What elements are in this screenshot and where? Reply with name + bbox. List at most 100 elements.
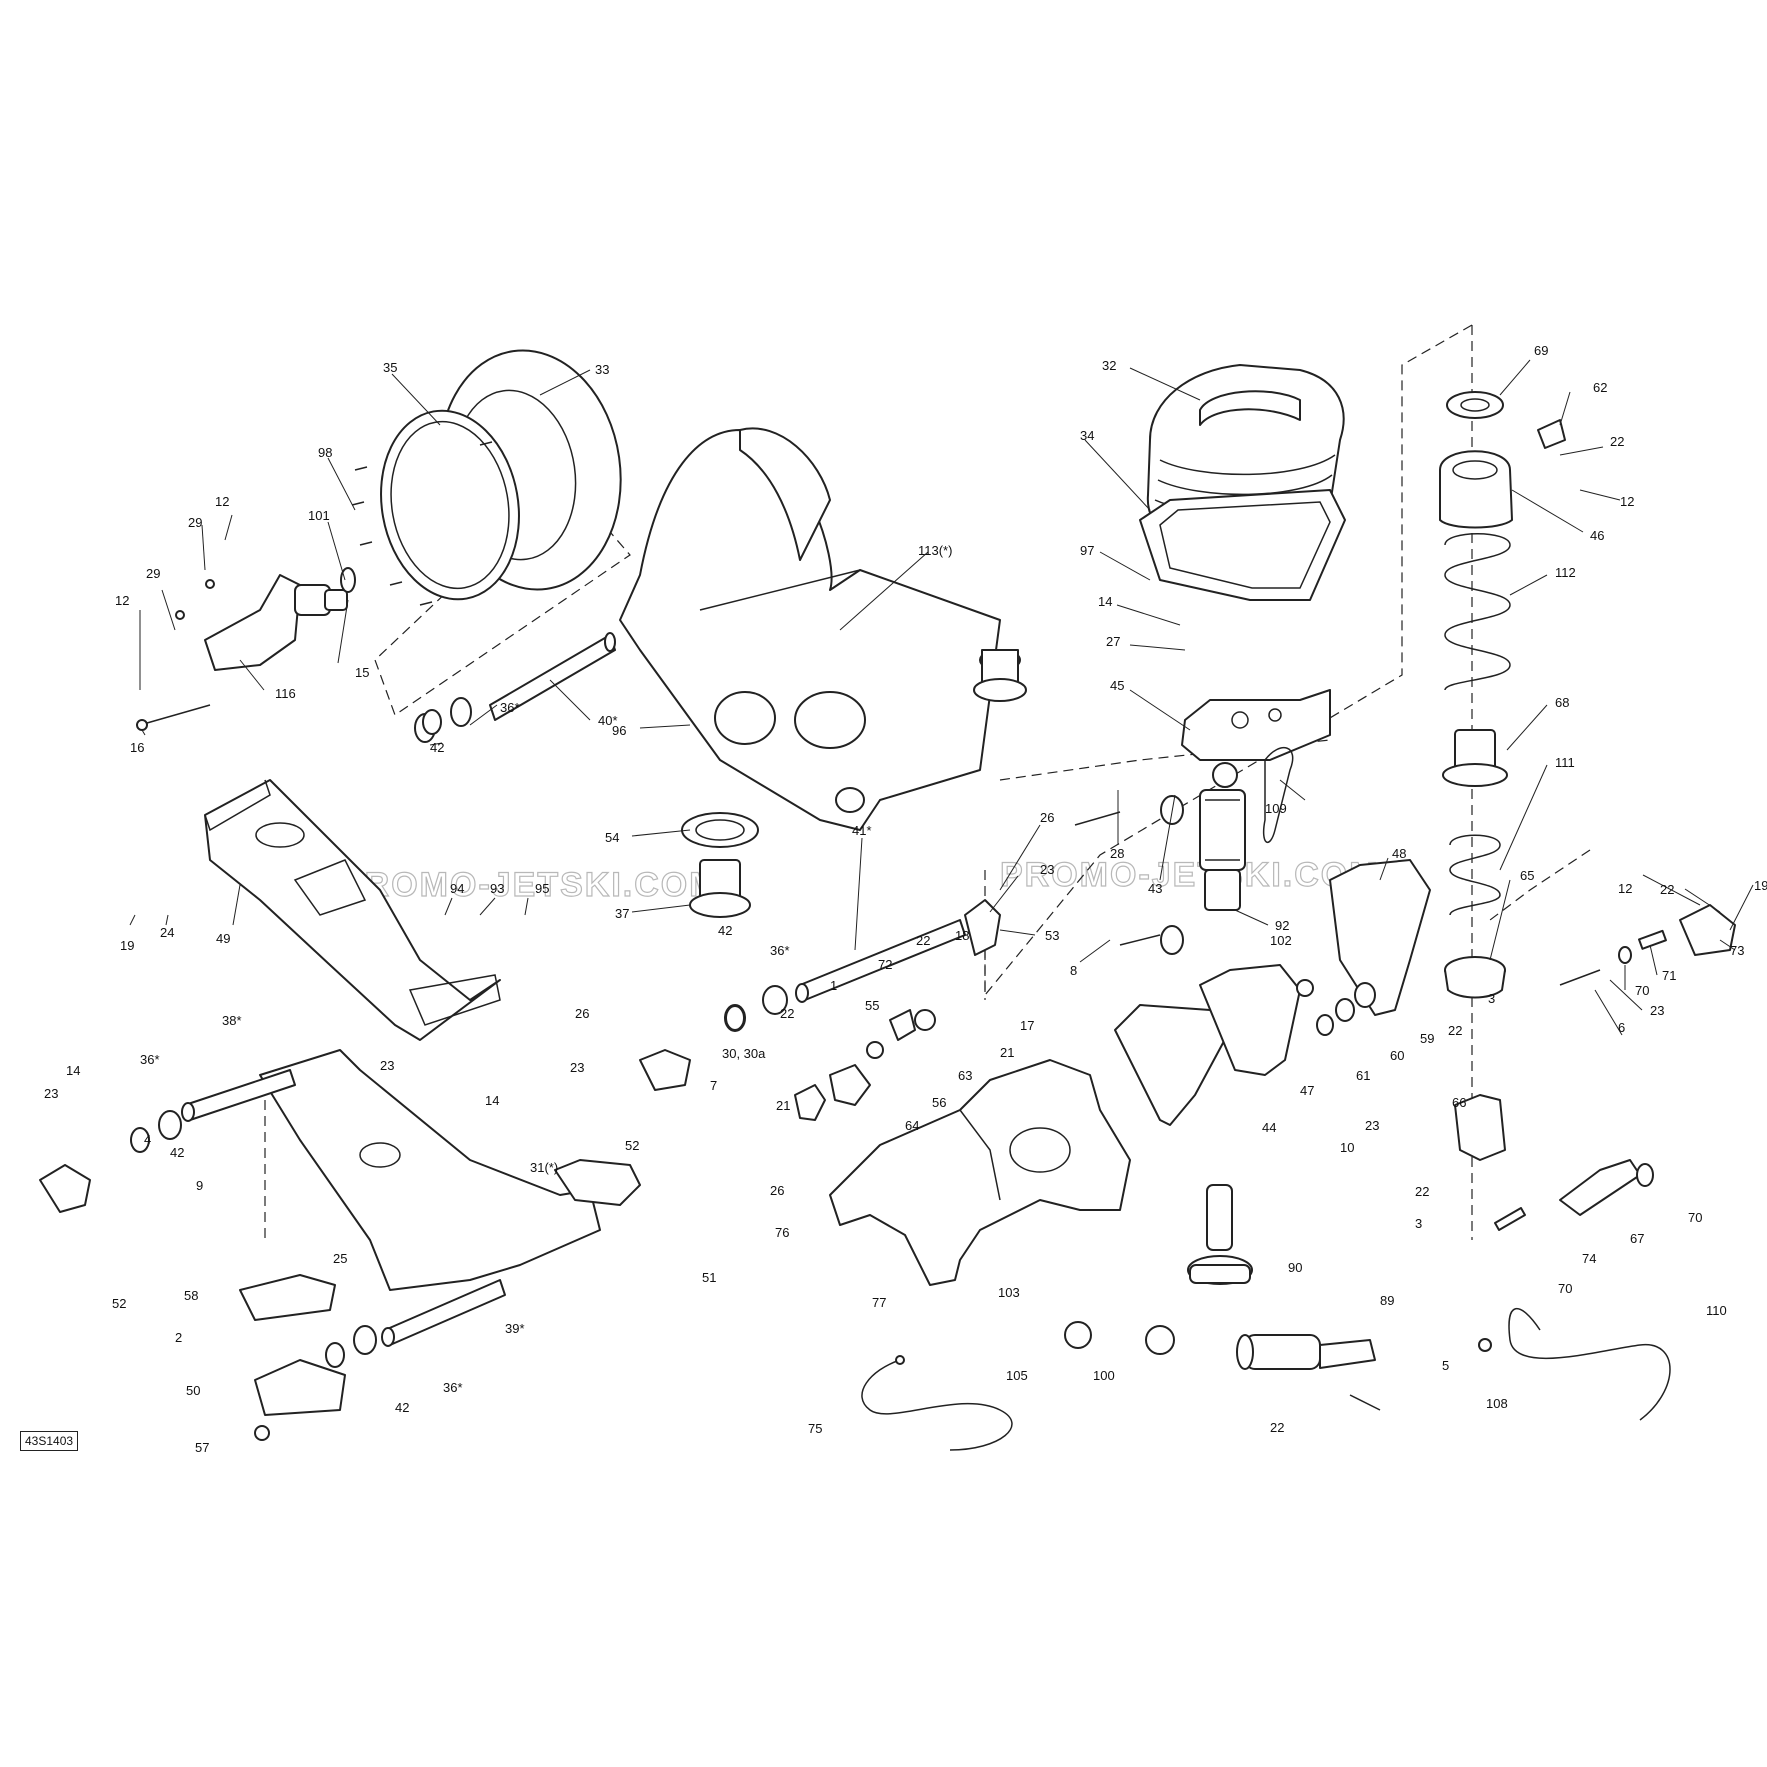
part-74-pin xyxy=(1494,1207,1526,1231)
callout-24: 24 xyxy=(160,925,174,940)
callout-113: 113(*) xyxy=(918,543,952,558)
callout-98: 98 xyxy=(318,445,332,460)
callout-54: 54 xyxy=(605,830,619,845)
callout-23-b: 23 xyxy=(1650,1003,1664,1018)
callout-labels: 35 33 98 12 29 101 29 12 15 116 16 113(*… xyxy=(44,343,1767,1455)
callout-42-d: 42 xyxy=(395,1400,409,1415)
callout-102: 102 xyxy=(1270,933,1292,948)
callout-108: 108 xyxy=(1486,1396,1508,1411)
part-48-cover xyxy=(1329,859,1431,1016)
callout-69: 69 xyxy=(1534,343,1548,358)
part-105-clamp xyxy=(1064,1321,1092,1349)
watermark-text-2: PROMO-JETSKI.COM xyxy=(1000,856,1380,894)
callout-109: 109 xyxy=(1265,801,1287,816)
callout-15: 15 xyxy=(355,665,369,680)
callout-56: 56 xyxy=(932,1095,946,1110)
part-46-cap xyxy=(1439,450,1513,529)
callout-9: 9 xyxy=(196,1178,203,1193)
callout-45: 45 xyxy=(1110,678,1124,693)
part-52-brackets xyxy=(39,1049,691,1213)
callout-26-c: 26 xyxy=(770,1183,784,1198)
callout-19: 19 xyxy=(120,938,134,953)
callout-12-d: 12 xyxy=(1618,881,1632,896)
callout-31: 31(*) xyxy=(530,1160,558,1175)
part-112-spring xyxy=(1444,533,1511,691)
callout-93: 93 xyxy=(490,881,504,896)
callout-22-g: 22 xyxy=(1270,1420,1284,1435)
callout-76: 76 xyxy=(775,1225,789,1240)
callout-14: 14 xyxy=(1098,594,1112,609)
callout-29-b: 29 xyxy=(146,566,160,581)
callout-71: 71 xyxy=(1662,968,1676,983)
callout-50: 50 xyxy=(186,1383,200,1398)
callout-22-b: 22 xyxy=(1660,882,1674,897)
part-bumper xyxy=(973,649,1027,702)
callout-39: 39* xyxy=(505,1321,525,1336)
callout-42: 42 xyxy=(430,740,444,755)
callout-110: 110 xyxy=(1706,1303,1727,1318)
callout-51: 51 xyxy=(702,1270,716,1285)
part-42-rings xyxy=(130,709,745,1368)
callout-36-c: 36* xyxy=(140,1052,160,1067)
callout-89: 89 xyxy=(1380,1293,1394,1308)
callout-68: 68 xyxy=(1555,695,1569,710)
part-68-sleeve xyxy=(1442,729,1508,787)
callout-8: 8 xyxy=(1070,963,1077,978)
callout-23-c: 23 xyxy=(570,1060,584,1075)
callout-48: 48 xyxy=(1392,846,1406,861)
part-8-bolts xyxy=(1074,811,1161,946)
callout-36-d: 36* xyxy=(443,1380,463,1395)
part-71-70-pins xyxy=(1618,929,1667,964)
callout-21-b: 21 xyxy=(776,1098,790,1113)
callout-23: 23 xyxy=(1040,862,1054,877)
callout-42-c: 42 xyxy=(170,1145,184,1160)
callout-63: 63 xyxy=(958,1068,972,1083)
callout-53: 53 xyxy=(1045,928,1059,943)
callout-25: 25 xyxy=(333,1251,347,1266)
part-47-cover xyxy=(1199,964,1301,1076)
part-59-60-61 xyxy=(1316,982,1376,1036)
part-53-mount xyxy=(964,899,1001,956)
callout-35: 35 xyxy=(383,360,397,375)
part-49-cover xyxy=(204,779,501,1041)
callout-55: 55 xyxy=(865,998,879,1013)
part-92-shock xyxy=(1199,762,1246,911)
part-44-cover xyxy=(1114,1004,1231,1126)
callout-3-b: 3 xyxy=(1415,1216,1422,1231)
callout-2: 2 xyxy=(175,1330,182,1345)
callout-12-c: 12 xyxy=(1620,494,1634,509)
part-116-bracket xyxy=(136,567,356,731)
callout-49: 49 xyxy=(216,931,230,946)
callout-29: 29 xyxy=(188,515,202,530)
part-100-clamp xyxy=(1145,1325,1175,1355)
callout-75: 75 xyxy=(808,1421,822,1436)
part-67-lever xyxy=(1559,1159,1654,1216)
callout-27: 27 xyxy=(1106,634,1120,649)
callout-103: 103 xyxy=(998,1285,1020,1300)
callout-34: 34 xyxy=(1080,428,1094,443)
part-6-bolt xyxy=(1559,969,1601,986)
part-111-spring xyxy=(1449,834,1501,916)
callout-22-e: 22 xyxy=(780,1006,794,1021)
callout-22-d: 22 xyxy=(1448,1023,1462,1038)
callout-96: 96 xyxy=(612,723,626,738)
callout-37: 37 xyxy=(615,906,629,921)
part-58-plate xyxy=(239,1274,336,1321)
callout-22-f: 22 xyxy=(1415,1184,1429,1199)
part-62-clip xyxy=(1537,419,1566,449)
callout-74: 74 xyxy=(1582,1251,1596,1266)
diagram-reference-number: 43S1403 xyxy=(20,1431,79,1451)
screws-98 xyxy=(351,441,493,606)
part-5-rod xyxy=(1349,1394,1381,1411)
callout-77: 77 xyxy=(872,1295,886,1310)
leader-lines xyxy=(129,359,1754,1036)
part-113-swing-arm xyxy=(619,427,1001,831)
callout-12-b: 12 xyxy=(115,593,129,608)
part-54-37 xyxy=(681,812,759,918)
callout-60: 60 xyxy=(1390,1048,1404,1063)
part-41-shaft xyxy=(724,919,966,1032)
callout-94: 94 xyxy=(450,881,464,896)
callout-32: 32 xyxy=(1102,358,1116,373)
callout-33: 33 xyxy=(595,362,609,377)
